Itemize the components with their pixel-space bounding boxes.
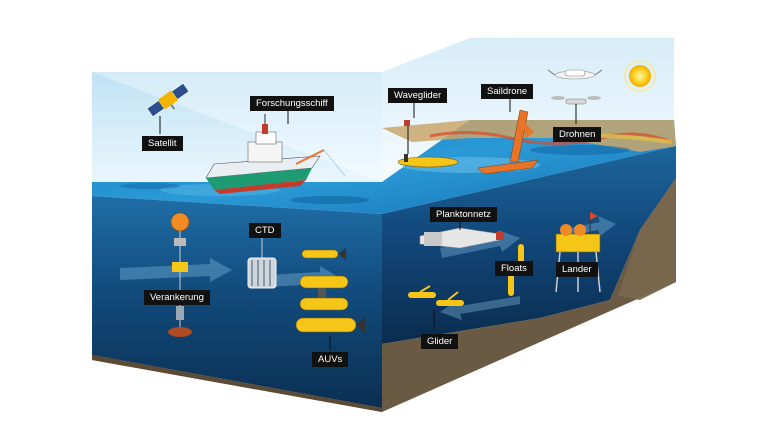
coastline [382,120,676,152]
label-lander: Lander [556,262,598,277]
seafloor [92,178,676,412]
auv-icon [299,275,349,311]
research-ship-icon [205,114,346,194]
plankton-net-icon [419,227,504,249]
glider-icon [408,285,464,306]
label-auvs: AUVs [312,352,349,367]
drone-icon [547,69,603,80]
label-drones: Drohnen [553,127,602,142]
label-mooring: Verankerung [144,290,210,305]
label-research-ship: Forschungsschiff [250,96,334,111]
waveglider-icon [397,120,459,168]
label-waveglider: Waveglider [388,88,448,103]
auv-icon [301,248,346,260]
lander-icon [555,212,601,293]
water-front-face [92,196,382,408]
label-satellite: Satellit [142,136,183,151]
label-glider: Glider [421,334,459,349]
sun-icon [624,60,656,92]
label-ctd: CTD [249,223,281,238]
auv-icon [295,316,366,334]
ctd-rosette-icon [247,236,277,289]
satellite-icon [146,82,190,118]
label-plankton-net: Planktonnetz [430,207,497,222]
label-saildrone: Saildrone [481,84,534,99]
saildrone-icon [477,109,539,175]
drone-icon [551,96,601,124]
label-floats: Floats [495,261,533,276]
